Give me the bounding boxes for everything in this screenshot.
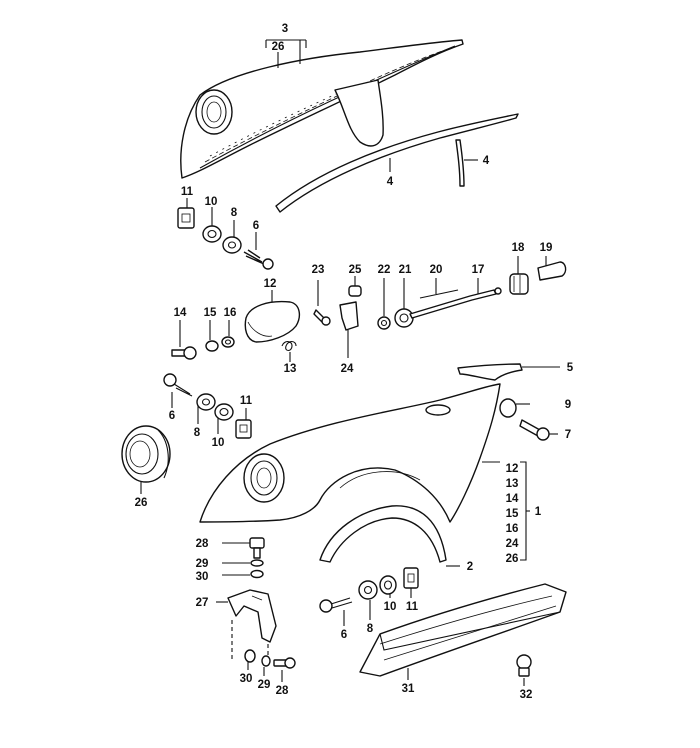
callout-19: 19 bbox=[540, 242, 553, 254]
callout-6b: 6 bbox=[169, 410, 175, 422]
callout-32: 32 bbox=[520, 689, 533, 701]
callout-12-part: 12 bbox=[264, 278, 277, 290]
callout-7: 7 bbox=[565, 429, 571, 441]
lower-bracket-group bbox=[216, 537, 296, 682]
callout-15: 15 bbox=[204, 307, 217, 319]
callout-30a: 30 bbox=[196, 571, 209, 583]
callout-9: 9 bbox=[565, 399, 571, 411]
filler-cap-assembly bbox=[171, 256, 567, 362]
callout-3: 3 bbox=[282, 23, 288, 35]
callout-8a: 8 bbox=[231, 207, 238, 219]
callout-17: 17 bbox=[472, 264, 485, 276]
rocker-panel-part bbox=[359, 583, 567, 680]
callout-8c: 8 bbox=[367, 623, 374, 635]
callout-11a: 11 bbox=[181, 186, 194, 198]
nut-part bbox=[516, 654, 532, 686]
callout-29b: 29 bbox=[258, 679, 271, 691]
group-item-16: 16 bbox=[506, 523, 519, 535]
bolt-washer-group bbox=[499, 398, 558, 441]
callout-26-top: 26 bbox=[272, 41, 285, 53]
callout-4a: 4 bbox=[387, 176, 394, 188]
lower-fastener-group bbox=[319, 567, 419, 626]
callout-28b: 28 bbox=[276, 685, 289, 697]
group-item-24: 24 bbox=[506, 538, 519, 550]
callout-14: 14 bbox=[174, 307, 187, 319]
headlight-housing-part bbox=[121, 425, 171, 494]
fender-group-list: 12 13 14 15 16 24 26 bbox=[506, 463, 519, 565]
front-apron-part bbox=[180, 39, 464, 179]
group-item-13: 13 bbox=[506, 478, 519, 490]
callout-20: 20 bbox=[430, 264, 443, 276]
callout-8b: 8 bbox=[194, 427, 201, 439]
callout-10b: 10 bbox=[212, 437, 225, 449]
mid-fastener-group bbox=[163, 373, 252, 439]
upper-fastener-group bbox=[177, 198, 274, 270]
callout-6a: 6 bbox=[253, 220, 259, 232]
callout-30b: 30 bbox=[240, 673, 253, 685]
callout-10a: 10 bbox=[205, 196, 218, 208]
callout-4b: 4 bbox=[483, 155, 490, 167]
reinforcement-strip-part bbox=[457, 363, 560, 381]
callout-1: 1 bbox=[535, 506, 542, 518]
callout-16: 16 bbox=[224, 307, 237, 319]
callout-21: 21 bbox=[399, 264, 412, 276]
callout-27: 27 bbox=[196, 597, 209, 609]
callout-5: 5 bbox=[567, 362, 574, 374]
callout-11b: 11 bbox=[240, 395, 253, 407]
callout-23: 23 bbox=[312, 264, 325, 276]
callout-24-part: 24 bbox=[341, 363, 354, 375]
callout-10c: 10 bbox=[384, 601, 397, 613]
callout-2: 2 bbox=[467, 561, 473, 573]
group-item-14: 14 bbox=[506, 493, 519, 505]
group-item-26: 26 bbox=[506, 553, 519, 565]
callout-26-lamp: 26 bbox=[135, 497, 148, 509]
callout-25: 25 bbox=[349, 264, 362, 276]
callout-11c: 11 bbox=[406, 601, 419, 613]
callout-18: 18 bbox=[512, 242, 525, 254]
callout-22: 22 bbox=[378, 264, 391, 276]
front-fender-part bbox=[199, 383, 530, 567]
group-item-12: 12 bbox=[506, 463, 519, 475]
callout-29a: 29 bbox=[196, 558, 209, 570]
callout-6c: 6 bbox=[341, 629, 347, 641]
seal-strip-part bbox=[275, 113, 519, 213]
callout-28a: 28 bbox=[196, 538, 209, 550]
callout-13-part: 13 bbox=[284, 363, 297, 375]
group-item-15: 15 bbox=[506, 508, 519, 520]
callout-31: 31 bbox=[402, 683, 415, 695]
